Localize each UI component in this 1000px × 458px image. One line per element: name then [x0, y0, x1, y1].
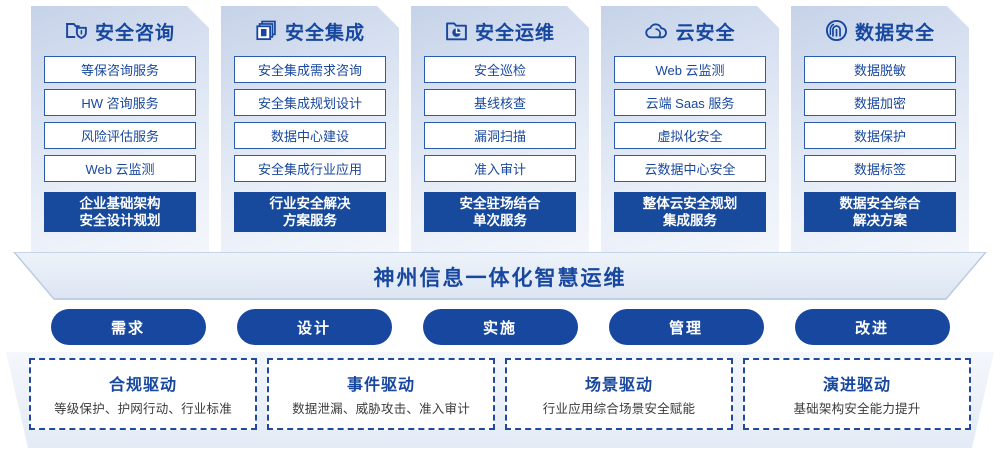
driver-title: 事件驱动 — [346, 377, 415, 394]
column-title: 安全咨询 — [94, 22, 175, 44]
driver-subtitle: 行业应用综合场景安全赋能 — [542, 402, 696, 416]
service-highlight-line2: 集成服务 — [663, 213, 717, 228]
lifecycle-stage-implementation[interactable]: 实施 — [422, 309, 578, 345]
service-highlight-line1: 行业安全解决 — [269, 196, 351, 211]
service-item[interactable]: Web 云监测 — [614, 56, 766, 83]
column-title: 安全运维 — [474, 22, 555, 44]
lifecycle-stage-design[interactable]: 设计 — [236, 309, 392, 345]
service-highlight[interactable]: 安全驻场结合 单次服务 — [424, 192, 576, 232]
column-header: 安全运维 — [411, 6, 589, 56]
driver-card-evolution[interactable]: 演进驱动 基础架构安全能力提升 — [743, 358, 971, 430]
driver-card-incident[interactable]: 事件驱动 数据泄漏、威胁攻击、准入审计 — [267, 358, 495, 430]
service-item[interactable]: 安全巡检 — [424, 56, 576, 83]
service-highlight-line2: 安全设计规划 — [79, 213, 161, 228]
service-item[interactable]: 数据标签 — [804, 155, 956, 182]
stacked-documents-icon — [255, 19, 278, 47]
driver-subtitle: 数据泄漏、威胁攻击、准入审计 — [292, 402, 470, 416]
service-column-data-security[interactable]: 数据安全 数据脱敏 数据加密 数据保护 数据标签 数据安全综合 解决方案 — [791, 6, 969, 252]
service-column-security-operations[interactable]: 安全运维 安全巡检 基线核查 漏洞扫描 准入审计 安全驻场结合 单次服务 — [411, 6, 589, 252]
platform-banner-title: 神州信息一体化智慧运维 — [373, 267, 627, 290]
column-item-list: 安全巡检 基线核查 漏洞扫描 准入审计 安全驻场结合 单次服务 — [411, 56, 589, 232]
service-column-security-integration[interactable]: 安全集成 安全集成需求咨询 安全集成规划设计 数据中心建设 安全集成行业应用 行… — [221, 6, 399, 252]
service-highlight[interactable]: 企业基础架构 安全设计规划 — [44, 192, 196, 232]
service-item[interactable]: HW 咨询服务 — [44, 89, 196, 116]
folder-chart-icon — [445, 19, 468, 47]
lifecycle-stage-requirement[interactable]: 需求 — [50, 309, 206, 345]
lifecycle-stage-improvement[interactable]: 改进 — [794, 309, 950, 345]
column-title: 云安全 — [675, 22, 736, 44]
column-item-list: 数据脱敏 数据加密 数据保护 数据标签 数据安全综合 解决方案 — [791, 56, 969, 232]
driver-card-compliance[interactable]: 合规驱动 等级保护、护网行动、行业标准 — [29, 358, 257, 430]
service-highlight-line1: 整体云安全规划 — [642, 196, 738, 211]
driver-subtitle: 基础架构安全能力提升 — [793, 402, 921, 416]
service-item[interactable]: 数据保护 — [804, 122, 956, 149]
service-item[interactable]: 数据中心建设 — [234, 122, 386, 149]
driver-card-scenario[interactable]: 场景驱动 行业应用综合场景安全赋能 — [505, 358, 733, 430]
column-header: 云安全 — [601, 6, 779, 56]
service-item[interactable]: 安全集成需求咨询 — [234, 56, 386, 83]
service-highlight-line2: 单次服务 — [473, 213, 527, 228]
service-column-cloud-security[interactable]: 云安全 Web 云监测 云端 Saas 服务 虚拟化安全 云数据中心安全 整体云… — [601, 6, 779, 252]
service-columns: 安全咨询 等保咨询服务 HW 咨询服务 风险评估服务 Web 云监测 企业基础架… — [0, 6, 1000, 254]
service-item[interactable]: 云端 Saas 服务 — [614, 89, 766, 116]
driver-title: 合规驱动 — [108, 377, 177, 394]
service-highlight-line1: 企业基础架构 — [79, 196, 161, 211]
fingerprint-icon — [825, 19, 848, 47]
driver-group: 合规驱动 等级保护、护网行动、行业标准 事件驱动 数据泄漏、威胁攻击、准入审计 … — [0, 358, 1000, 440]
service-item[interactable]: 安全集成规划设计 — [234, 89, 386, 116]
column-item-list: 等保咨询服务 HW 咨询服务 风险评估服务 Web 云监测 企业基础架构 安全设… — [31, 56, 209, 232]
service-item[interactable]: 虚拟化安全 — [614, 122, 766, 149]
folder-shield-icon — [65, 19, 88, 47]
service-item[interactable]: 安全集成行业应用 — [234, 155, 386, 182]
column-item-list: 安全集成需求咨询 安全集成规划设计 数据中心建设 安全集成行业应用 行业安全解决… — [221, 56, 399, 232]
driver-subtitle: 等级保护、护网行动、行业标准 — [54, 402, 232, 416]
service-item[interactable]: 漏洞扫描 — [424, 122, 576, 149]
service-item[interactable]: 数据脱敏 — [804, 56, 956, 83]
platform-banner: 神州信息一体化智慧运维 — [14, 252, 986, 300]
column-item-list: Web 云监测 云端 Saas 服务 虚拟化安全 云数据中心安全 整体云安全规划… — [601, 56, 779, 232]
service-item[interactable]: 云数据中心安全 — [614, 155, 766, 182]
service-item[interactable]: Web 云监测 — [44, 155, 196, 182]
service-item[interactable]: 数据加密 — [804, 89, 956, 116]
service-column-security-consulting[interactable]: 安全咨询 等保咨询服务 HW 咨询服务 风险评估服务 Web 云监测 企业基础架… — [31, 6, 209, 252]
service-highlight[interactable]: 数据安全综合 解决方案 — [804, 192, 956, 232]
service-item[interactable]: 准入审计 — [424, 155, 576, 182]
driver-title: 演进驱动 — [822, 377, 891, 394]
lifecycle-stage-management[interactable]: 管理 — [608, 309, 764, 345]
service-highlight-line1: 数据安全综合 — [839, 196, 921, 211]
service-highlight-line2: 方案服务 — [283, 213, 337, 228]
service-item[interactable]: 风险评估服务 — [44, 122, 196, 149]
service-highlight[interactable]: 行业安全解决 方案服务 — [234, 192, 386, 232]
cloud-icon — [644, 19, 668, 47]
service-highlight[interactable]: 整体云安全规划 集成服务 — [614, 192, 766, 232]
column-header: 数据安全 — [791, 6, 969, 56]
service-highlight-line1: 安全驻场结合 — [459, 196, 541, 211]
service-highlight-line2: 解决方案 — [853, 213, 907, 228]
service-item[interactable]: 等保咨询服务 — [44, 56, 196, 83]
driver-title: 场景驱动 — [584, 377, 653, 394]
column-header: 安全咨询 — [31, 6, 209, 56]
column-header: 安全集成 — [221, 6, 399, 56]
column-title: 数据安全 — [854, 22, 935, 44]
service-item[interactable]: 基线核查 — [424, 89, 576, 116]
lifecycle-stages: 需求 设计 实施 管理 改进 — [0, 309, 1000, 345]
column-title: 安全集成 — [284, 22, 365, 44]
